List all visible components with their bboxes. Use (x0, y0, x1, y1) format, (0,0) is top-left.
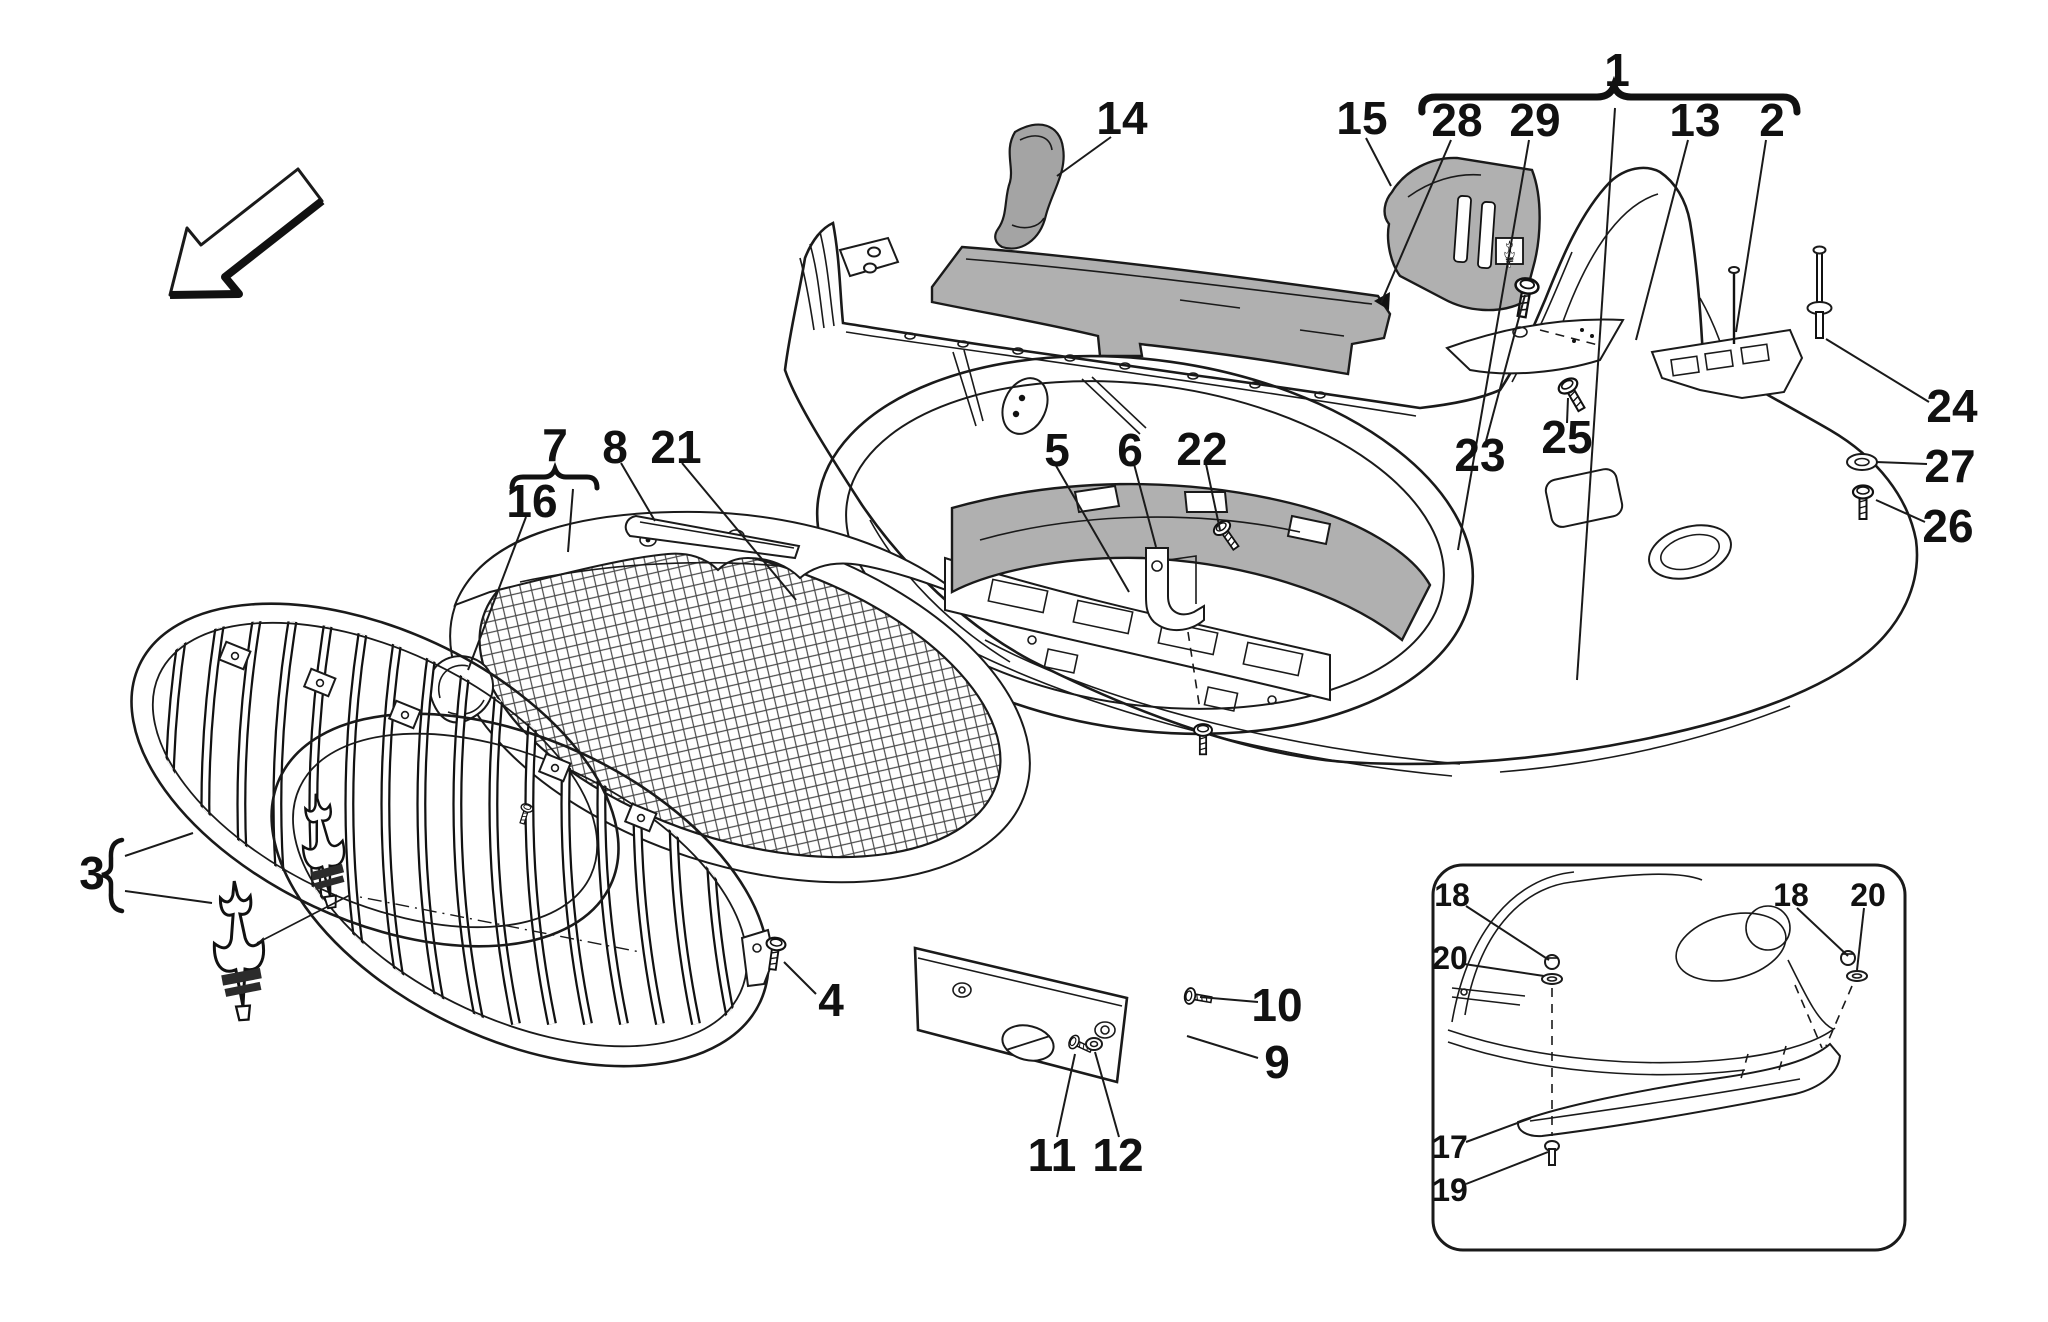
leader-line-9 (1186, 1035, 1259, 1059)
part-label-13: 13 (1669, 94, 1720, 146)
trident-emblem-mounted (294, 789, 354, 912)
leader-line-18 (1465, 905, 1550, 961)
inset-fastener-right (1825, 950, 1868, 1047)
leader-line-16 (467, 516, 527, 671)
screw-under-bumper (1193, 723, 1213, 756)
lower-absorber-part-29 (950, 482, 1432, 642)
brace-3 (101, 837, 125, 914)
part-label-28: 28 (1431, 94, 1482, 146)
leader-line-24 (1825, 338, 1930, 403)
part-label-24: 24 (1926, 380, 1978, 432)
part-label-3: 3 (79, 847, 105, 899)
leader-line-17 (1465, 1117, 1532, 1143)
leader-line-23 (1485, 294, 1526, 442)
rivet-24 (1806, 245, 1833, 339)
part-label-25: 25 (1541, 411, 1592, 463)
grille-tabs (217, 640, 658, 833)
leader-line-25 (1566, 397, 1569, 424)
emblem-mount-hole (1001, 377, 1049, 435)
part-label-19: 19 (1432, 1172, 1468, 1208)
bumper-center-opening (815, 354, 1475, 736)
inset-detail-box (1431, 863, 1907, 1252)
leader-line-26 (1875, 499, 1926, 523)
direction-arrow-icon (168, 167, 325, 299)
bumper-edge-holes (904, 332, 1326, 399)
fog-lamp-recess (1648, 524, 1732, 580)
leader-line-22 (1205, 463, 1221, 531)
bracket-7-16 (509, 461, 600, 491)
leader-line-12 (1094, 1051, 1120, 1138)
part-label-29: 29 (1509, 94, 1560, 146)
license-plate-bracket-part-9 (913, 946, 1129, 1084)
part-label-17: 17 (1432, 1129, 1468, 1165)
wheelhouse-shield-part-15 (1383, 156, 1541, 312)
part-label-6: 6 (1117, 424, 1143, 476)
bumper-upper-tab (838, 236, 900, 278)
lower-spoiler-part-17 (1516, 1042, 1842, 1138)
lower-armature-part-5 (944, 556, 1331, 712)
leader-line-19 (1465, 1151, 1549, 1185)
part-label-7: 7 (542, 419, 568, 471)
part-label-14: 14 (1096, 92, 1148, 144)
side-bracket-rail-parts-13-2 (1650, 266, 1804, 400)
leader-line-29 (1457, 139, 1530, 551)
leader-line-27 (1875, 461, 1928, 465)
side-marker-recess (1544, 468, 1624, 528)
screw-19 (1544, 1140, 1560, 1166)
part-label-18: 18 (1773, 877, 1809, 913)
part-label-5: 5 (1044, 424, 1070, 476)
leader-line-4 (783, 961, 817, 995)
air-duct-part-14 (994, 123, 1065, 250)
leader-line-14 (1056, 136, 1112, 177)
part-label-12: 12 (1092, 1129, 1143, 1181)
leader-line-6 (1133, 463, 1157, 548)
inset-bumper-corner (1447, 871, 1836, 1076)
upper-absorber-beam-part-28 (930, 245, 1392, 376)
leader-line-8 (620, 462, 656, 522)
part-label-20: 20 (1432, 940, 1468, 976)
leader-line-10 (1199, 996, 1259, 1003)
part-label-26: 26 (1922, 500, 1973, 552)
trident-emblem-part-3 (208, 877, 270, 1024)
leader-line-13 (1635, 139, 1689, 341)
leader-line-20 (1463, 963, 1545, 977)
part-label-21: 21 (650, 421, 701, 473)
intake-top-panel (453, 510, 961, 607)
leader-line-15 (1365, 137, 1392, 187)
part-label-2: 2 (1759, 94, 1785, 146)
leader-line-5 (1054, 463, 1130, 593)
nut-12 (1085, 1037, 1103, 1051)
part-label-22: 22 (1176, 423, 1227, 475)
part-label-16: 16 (506, 475, 557, 527)
assembly-bracket-1 (1418, 75, 1801, 116)
air-intake-assembly-part-7 (449, 510, 1031, 884)
part-label-1: 1 (1604, 44, 1630, 96)
part-label-10: 10 (1251, 979, 1302, 1031)
leader-line-18 (1796, 907, 1849, 957)
part-label-20: 20 (1850, 877, 1886, 913)
leader-line-28 (1380, 139, 1452, 304)
part-label-18: 18 (1434, 877, 1470, 913)
leader-line-2 (1735, 139, 1767, 333)
part-label-8: 8 (602, 421, 628, 473)
leader-line-20 (1856, 907, 1865, 971)
leader-line-21 (681, 462, 797, 601)
leader-line-1 (1576, 107, 1616, 681)
part-label-27: 27 (1924, 440, 1975, 492)
part-label-23: 23 (1454, 429, 1505, 481)
part-label-11: 11 (1028, 1129, 1077, 1181)
part-label-15: 15 (1336, 92, 1387, 144)
center-clamp-part-6 (1145, 547, 1205, 631)
leader-line-11 (1056, 1053, 1076, 1138)
part-label-4: 4 (818, 974, 844, 1026)
washer-27 (1846, 453, 1878, 471)
part-label-9: 9 (1264, 1036, 1290, 1088)
